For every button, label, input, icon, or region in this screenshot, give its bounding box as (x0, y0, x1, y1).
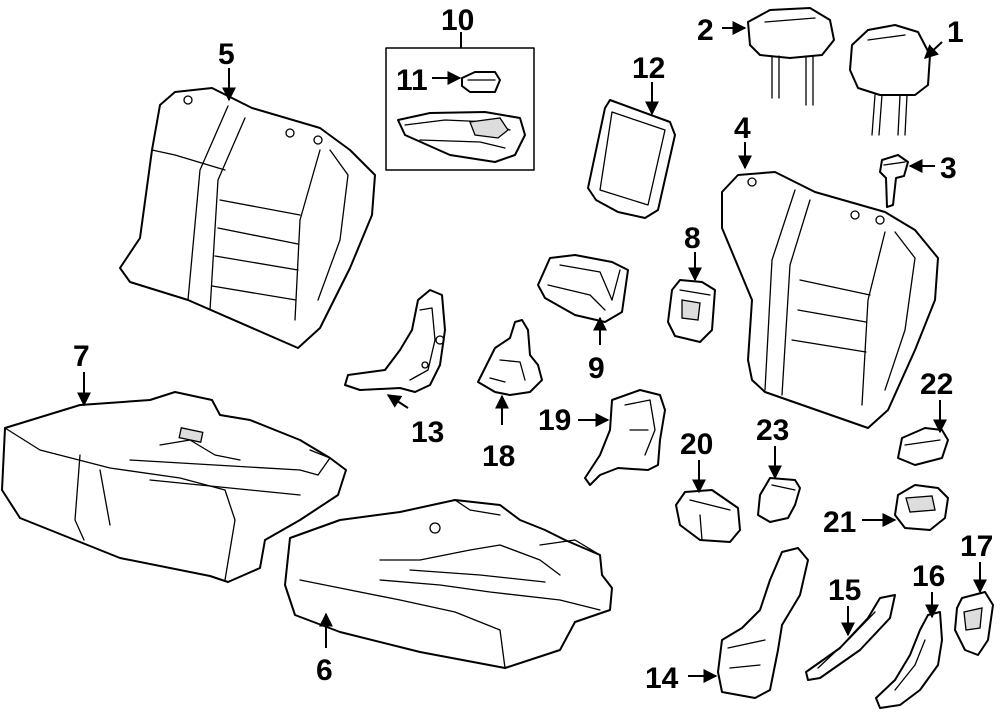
part-7-seat-cushion-left (1, 391, 347, 583)
callout-7: 7 (73, 340, 90, 373)
part-4-seat-back-right (721, 171, 939, 429)
part-2-headrest (747, 7, 835, 106)
callout-5: 5 (218, 38, 235, 71)
callout-3: 3 (940, 152, 957, 185)
part-18-bracket (477, 319, 543, 396)
callout-18: 18 (482, 440, 515, 473)
callout-17: 17 (960, 530, 993, 563)
part-15-trim-bar (805, 594, 896, 681)
part-6-seat-cushion-right (284, 499, 613, 669)
callout-10: 10 (441, 4, 474, 37)
part-1-headrest (849, 24, 931, 136)
part-9-bracket (537, 254, 629, 323)
callout-19: 19 (538, 404, 571, 437)
part-19-side-trim (584, 389, 666, 486)
callout-20: 20 (680, 428, 713, 461)
part-22-knob (897, 427, 949, 466)
callout-15: 15 (828, 574, 861, 607)
part-16-trim (875, 611, 943, 709)
part-13-hinge (344, 289, 446, 393)
arrow-13 (386, 394, 409, 409)
callout-6: 6 (316, 654, 333, 687)
part-8-latch (667, 279, 716, 343)
callout-23: 23 (756, 414, 789, 447)
part-5-seat-back-left (119, 87, 376, 349)
callout-21: 21 (823, 506, 856, 539)
callout-16: 16 (912, 560, 945, 593)
part-20-cover (675, 489, 741, 543)
callout-labels: 1 2 3 4 5 6 7 8 9 10 11 12 13 14 15 16 1… (73, 4, 993, 695)
part-14-side-shield (717, 547, 809, 699)
callout-8: 8 (684, 222, 701, 255)
callout-arrows (77, 21, 987, 683)
part-21-latch-cover (894, 484, 949, 531)
arrow-1 (923, 41, 943, 59)
callout-22: 22 (920, 368, 953, 401)
part-23-cover (757, 477, 801, 523)
callout-12: 12 (632, 52, 665, 85)
part-11-clip (461, 71, 501, 93)
callout-2: 2 (697, 14, 714, 47)
part-17-cover (954, 591, 994, 656)
callout-4: 4 (734, 112, 751, 145)
callout-14: 14 (645, 662, 679, 695)
callout-13: 13 (411, 416, 444, 449)
part-3-headrest-guide (879, 154, 909, 208)
part-12-panel (587, 99, 676, 219)
callout-1: 1 (947, 16, 964, 49)
callout-9: 9 (588, 352, 605, 385)
callout-11: 11 (396, 64, 428, 97)
part-10-assembly-box (385, 47, 535, 171)
